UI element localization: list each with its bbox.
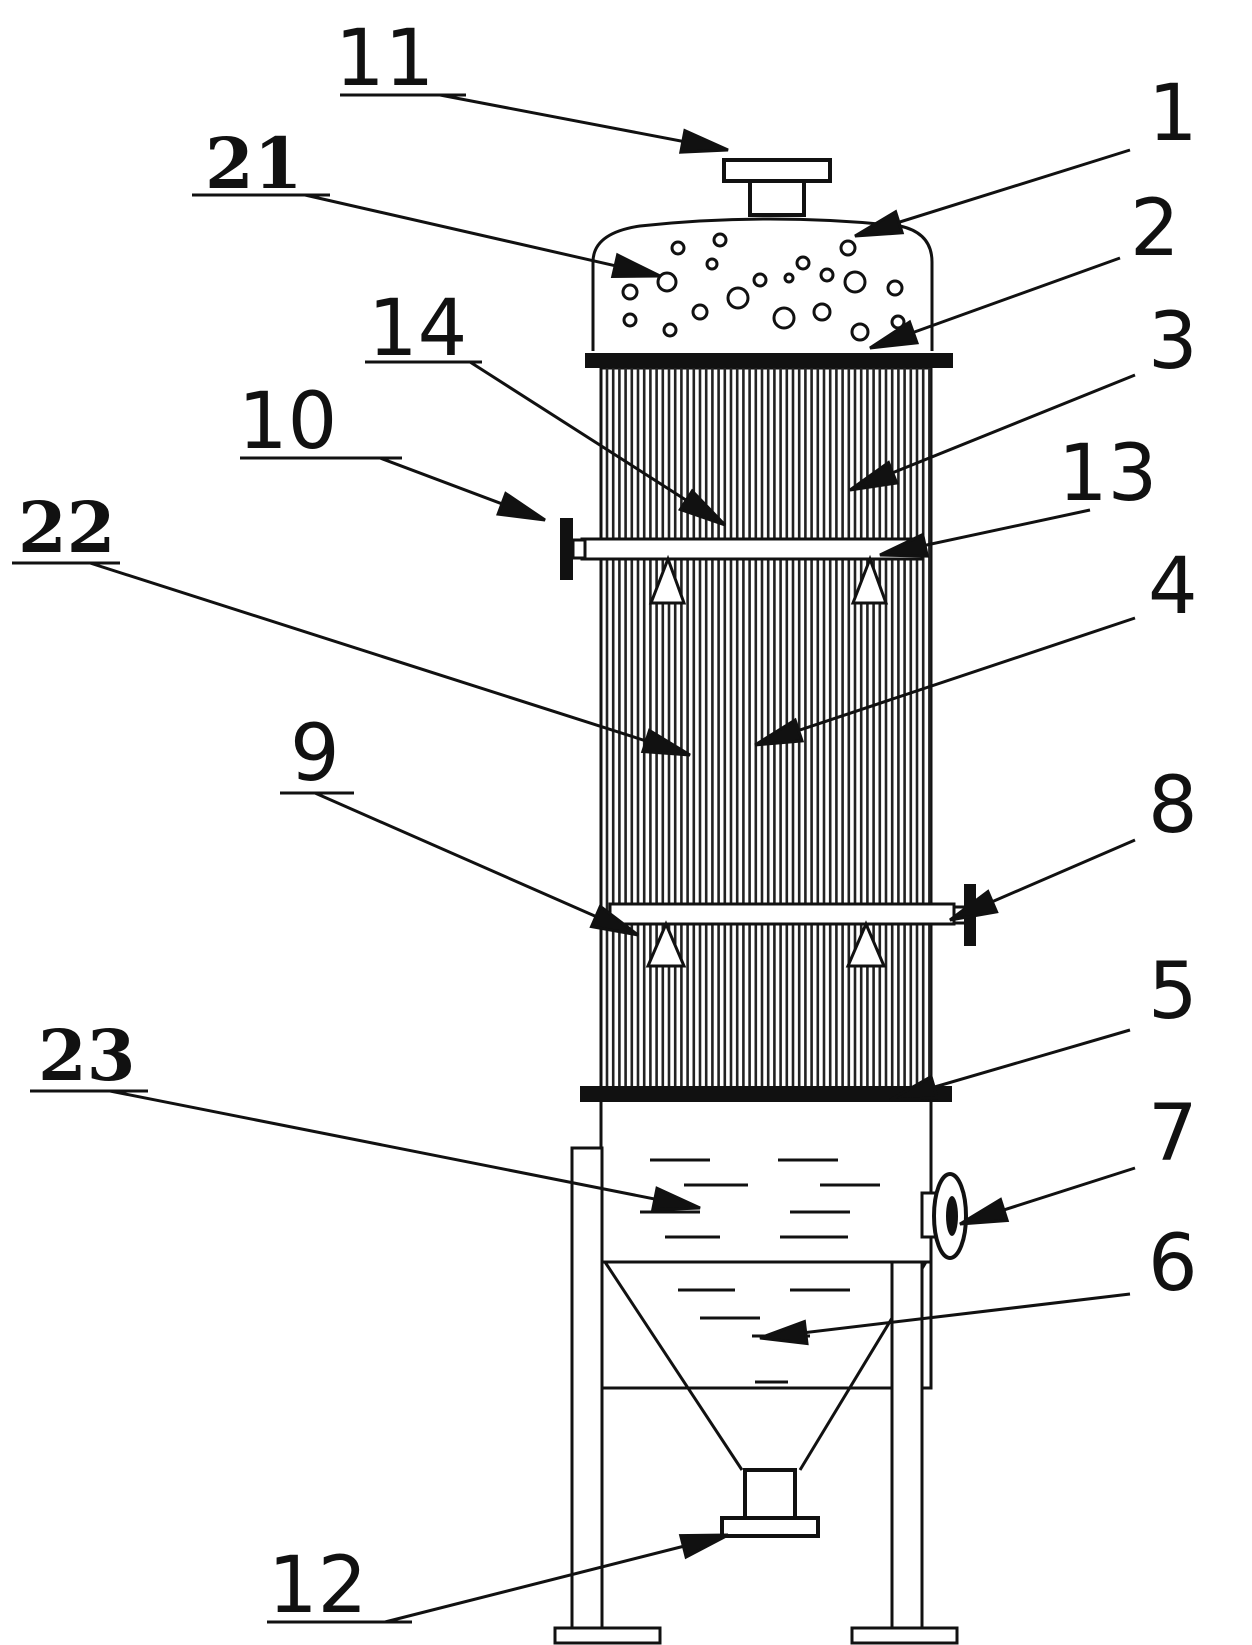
support-legs [553, 1146, 959, 1645]
labels: 11 1 21 2 14 3 10 13 22 4 9 8 5 23 7 6 1… [18, 14, 1198, 1631]
label-8: 8 [1148, 761, 1198, 851]
leader-line [754, 616, 1136, 747]
lower-tube-sheet [580, 1086, 952, 1102]
upper-tube-sheet [585, 353, 953, 368]
leader-arrowhead [678, 1533, 729, 1560]
leader-line [384, 1533, 729, 1624]
label-21: 21 [205, 122, 302, 205]
label-7: 7 [1148, 1089, 1198, 1179]
nozzle-cone [850, 554, 889, 605]
label-22: 22 [18, 486, 115, 569]
label-11: 11 [335, 14, 434, 104]
label-23: 23 [38, 1014, 135, 1097]
leader-line [854, 148, 1131, 238]
leader-arrowhead [889, 1074, 940, 1102]
label-5: 5 [1148, 947, 1198, 1037]
leader-line [89, 561, 691, 757]
label-6: 6 [1148, 1219, 1198, 1309]
label-4: 4 [1148, 542, 1198, 632]
leader-arrowhead [610, 252, 661, 279]
leader-arrowhead [640, 728, 691, 757]
leader-line [109, 1089, 701, 1210]
gas-bubbles [621, 232, 906, 342]
nozzle-cone [645, 920, 687, 968]
leader-arrowhead [678, 488, 727, 527]
leader-arrowhead [949, 889, 999, 922]
leader-arrowhead [854, 209, 905, 238]
nozzle-cone [845, 920, 887, 968]
tube-bundle [599, 366, 933, 1390]
leader-arrowhead [650, 1186, 701, 1212]
lower-distributor-pipe [608, 884, 976, 968]
leader-line [469, 360, 726, 527]
leader-line [759, 1292, 1131, 1340]
leader-arrowhead [589, 904, 639, 937]
leader-arrowhead [879, 532, 930, 558]
label-13: 13 [1058, 429, 1157, 519]
leader-arrowhead [869, 319, 920, 350]
label-3: 3 [1148, 297, 1198, 387]
leader-arrowhead [754, 717, 805, 747]
leader-arrowhead [759, 1319, 809, 1346]
leader-arrowhead [496, 491, 546, 522]
leader-lines [89, 93, 1136, 1624]
nozzle-cone [648, 554, 687, 605]
label-1: 1 [1148, 69, 1198, 159]
side-liquid-nozzle [920, 1172, 968, 1260]
upper-distributor-pipe [560, 518, 924, 605]
label-12: 12 [268, 1541, 367, 1631]
label-2: 2 [1130, 184, 1180, 274]
leader-arrowhead [959, 1197, 1010, 1226]
leader-arrowhead [849, 460, 899, 492]
leader-line [304, 193, 661, 278]
leader-line [314, 791, 639, 937]
label-10: 10 [238, 377, 337, 467]
top-outlet-nozzle [722, 158, 832, 217]
top-head [591, 217, 934, 351]
bottom-drain-nozzle [720, 1468, 820, 1538]
leader-line [439, 93, 729, 152]
label-9: 9 [290, 709, 340, 799]
leader-line [849, 373, 1136, 492]
leader-arrowhead [678, 128, 729, 154]
label-14: 14 [368, 284, 467, 374]
label-underlines [12, 93, 482, 1624]
